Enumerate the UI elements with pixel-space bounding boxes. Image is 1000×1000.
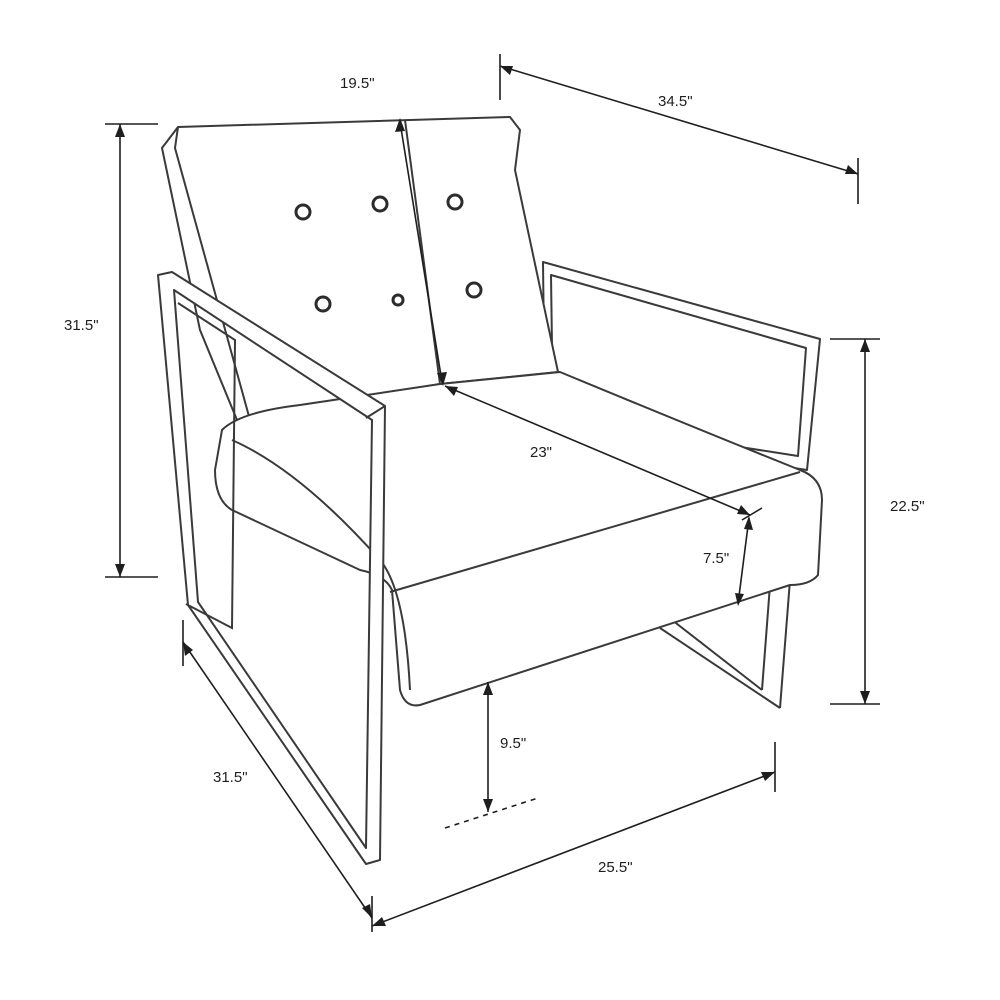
tufting-button [465, 281, 483, 299]
label-arm-height: 22.5" [890, 498, 925, 515]
label-seat-thickness: 7.5" [703, 550, 730, 567]
dim-seat-thickness [735, 516, 753, 606]
tufting-button [314, 295, 332, 313]
label-seat-clearance: 9.5" [500, 735, 527, 752]
tufting-buttons [294, 193, 483, 313]
tufting-button [391, 293, 405, 307]
label-overall-width: 34.5" [658, 93, 693, 110]
dim-seat-depth [444, 385, 763, 521]
left-arm-frame [157, 271, 386, 865]
tufting-button [294, 203, 312, 221]
dim-overall-height [105, 123, 158, 578]
tufting-button [446, 193, 464, 211]
dim-seat-clearance [444, 682, 539, 829]
label-overall-height: 31.5" [64, 317, 99, 334]
label-back-width: 19.5" [340, 75, 375, 92]
dim-overall-width [499, 54, 859, 204]
dim-back-width [395, 118, 447, 386]
tufting-button [371, 195, 389, 213]
dim-overall-depth [182, 620, 373, 919]
dim-arm-height [830, 338, 880, 705]
label-seat-depth: 23" [530, 444, 553, 461]
dim-front-width [371, 742, 776, 932]
label-overall-depth: 31.5" [213, 769, 248, 786]
backrest [161, 116, 559, 421]
label-front-width: 25.5" [598, 859, 633, 876]
